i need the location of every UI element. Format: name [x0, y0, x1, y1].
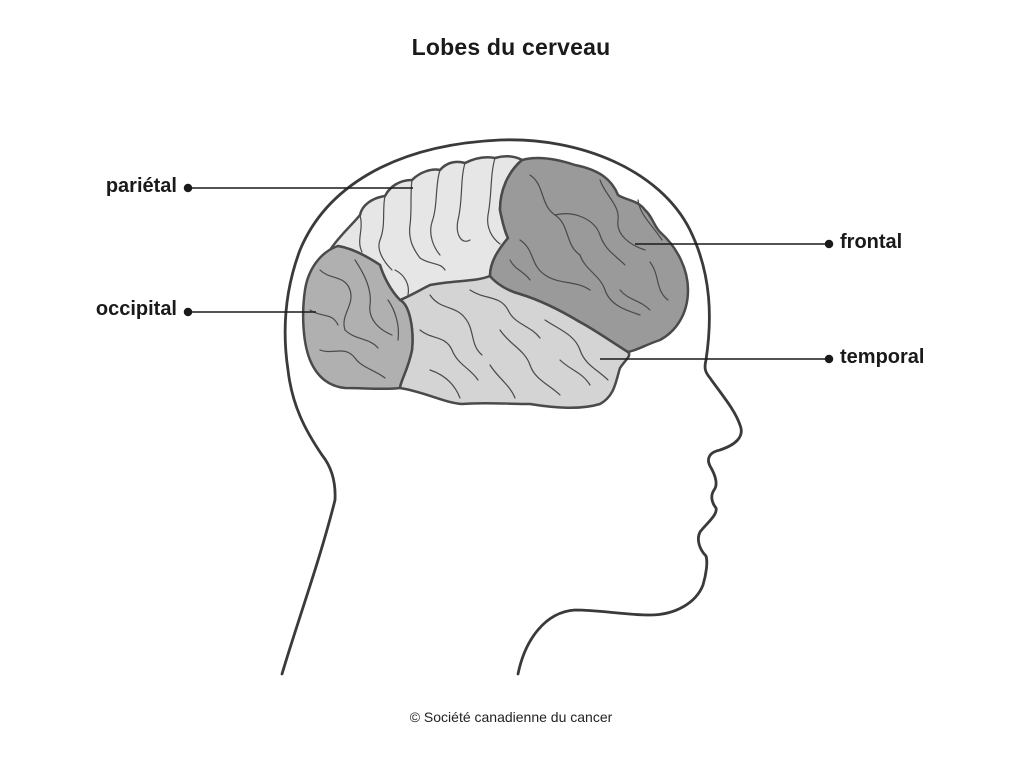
copyright-notice: © Société canadienne du cancer [409, 709, 613, 725]
diagram-title: Lobes du cerveau [411, 34, 611, 60]
leader-lines [183, 183, 834, 364]
brain-folds [309, 157, 669, 399]
occipital-lobe [301, 244, 414, 391]
occipital-bullet [183, 307, 193, 317]
label-occipital: occipital [95, 298, 177, 320]
frontal-lobe [488, 156, 690, 354]
label-frontal: frontal [840, 231, 903, 253]
temporal-bullet [824, 354, 834, 364]
label-temporal: temporal [840, 346, 925, 368]
parietal-bullet [183, 183, 193, 193]
label-parietal: pariétal [105, 175, 177, 197]
frontal-bullet [824, 239, 834, 249]
head-outline [280, 138, 743, 676]
